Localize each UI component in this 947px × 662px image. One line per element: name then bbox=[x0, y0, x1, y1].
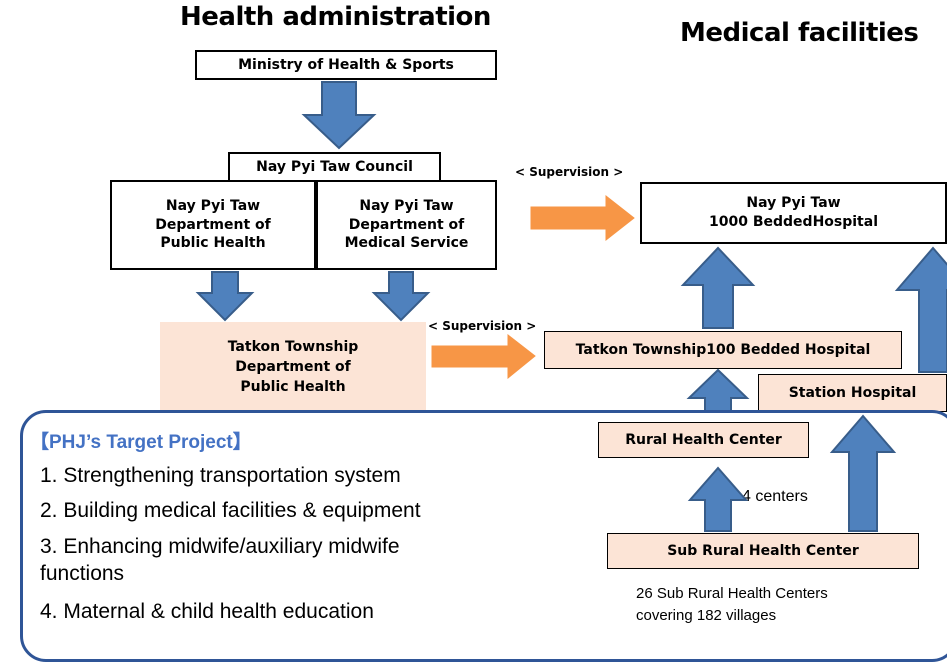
dept-public-health-box: Nay Pyi Taw Department of Public Health bbox=[110, 180, 316, 270]
supervision-arrow-upper bbox=[530, 194, 635, 242]
project-item-3: 3. Enhancing midwife/auxiliary midwife f… bbox=[40, 535, 400, 586]
supervision-arrow-lower bbox=[431, 333, 536, 380]
council-label: Nay Pyi Taw Council bbox=[256, 158, 413, 175]
arrow-dept-to-tatkon-left bbox=[195, 271, 255, 322]
tatkon-dept-box: Tatkon Township Department of Public Hea… bbox=[160, 322, 426, 412]
arrows-layer bbox=[195, 81, 947, 419]
dept-public-health-label: Nay Pyi Taw Department of Public Health bbox=[155, 197, 271, 252]
dept-medical-service-box: Nay Pyi Taw Department of Medical Servic… bbox=[316, 180, 497, 270]
supervision-label-upper: < Supervision > bbox=[515, 165, 624, 179]
tatkon-dept-label: Tatkon Township Department of Public Hea… bbox=[227, 338, 359, 396]
sub-rural-note: 26 Sub Rural Health Centers covering 182… bbox=[636, 585, 828, 624]
health-administration-heading: Health administration bbox=[180, 2, 491, 32]
arrow-subrural-to-rural bbox=[687, 466, 749, 532]
project-item-2: 2. Building medical facilities & equipme… bbox=[40, 499, 421, 522]
arrow-station-to-npt bbox=[894, 246, 947, 373]
sub-rural-center-box: Sub Rural Health Center bbox=[607, 533, 919, 569]
council-box: Nay Pyi Taw Council bbox=[228, 152, 441, 182]
ministry-label: Ministry of Health & Sports bbox=[238, 56, 454, 73]
tatkon-hospital-label: Tatkon Township100 Bedded Hospital bbox=[575, 342, 871, 358]
supervision-label-lower: < Supervision > bbox=[428, 319, 537, 333]
npt-hospital-label: Nay Pyi Taw 1000 BeddedHospital bbox=[709, 195, 878, 230]
arrow-ministry-to-council bbox=[301, 81, 377, 150]
arrow-subrural-to-station bbox=[829, 414, 897, 532]
ministry-box: Ministry of Health & Sports bbox=[195, 50, 497, 80]
medical-facilities-heading: Medical facilities bbox=[680, 18, 919, 48]
arrow-tatkon-to-npt bbox=[680, 246, 756, 329]
panel-arrows-layer bbox=[687, 414, 897, 532]
centers-count-label: 4 centers bbox=[742, 488, 808, 505]
tatkon-hospital-box: Tatkon Township100 Bedded Hospital bbox=[544, 331, 902, 369]
station-hospital-label: Station Hospital bbox=[788, 385, 917, 401]
dept-medical-service-label: Nay Pyi Taw Department of Medical Servic… bbox=[344, 197, 469, 252]
project-title: 【PHJ’s Target Project】 bbox=[30, 432, 252, 453]
sub-rural-center-label: Sub Rural Health Center bbox=[667, 543, 859, 559]
rural-center-label: Rural Health Center bbox=[625, 432, 782, 448]
npt-hospital-box: Nay Pyi Taw 1000 BeddedHospital bbox=[640, 182, 947, 244]
project-item-4: 4. Maternal & child health education bbox=[40, 600, 374, 623]
project-item-1: 1. Strengthening transportation system bbox=[40, 464, 401, 487]
rural-center-box: Rural Health Center bbox=[598, 422, 809, 458]
arrow-dept-to-tatkon-right bbox=[371, 271, 431, 322]
